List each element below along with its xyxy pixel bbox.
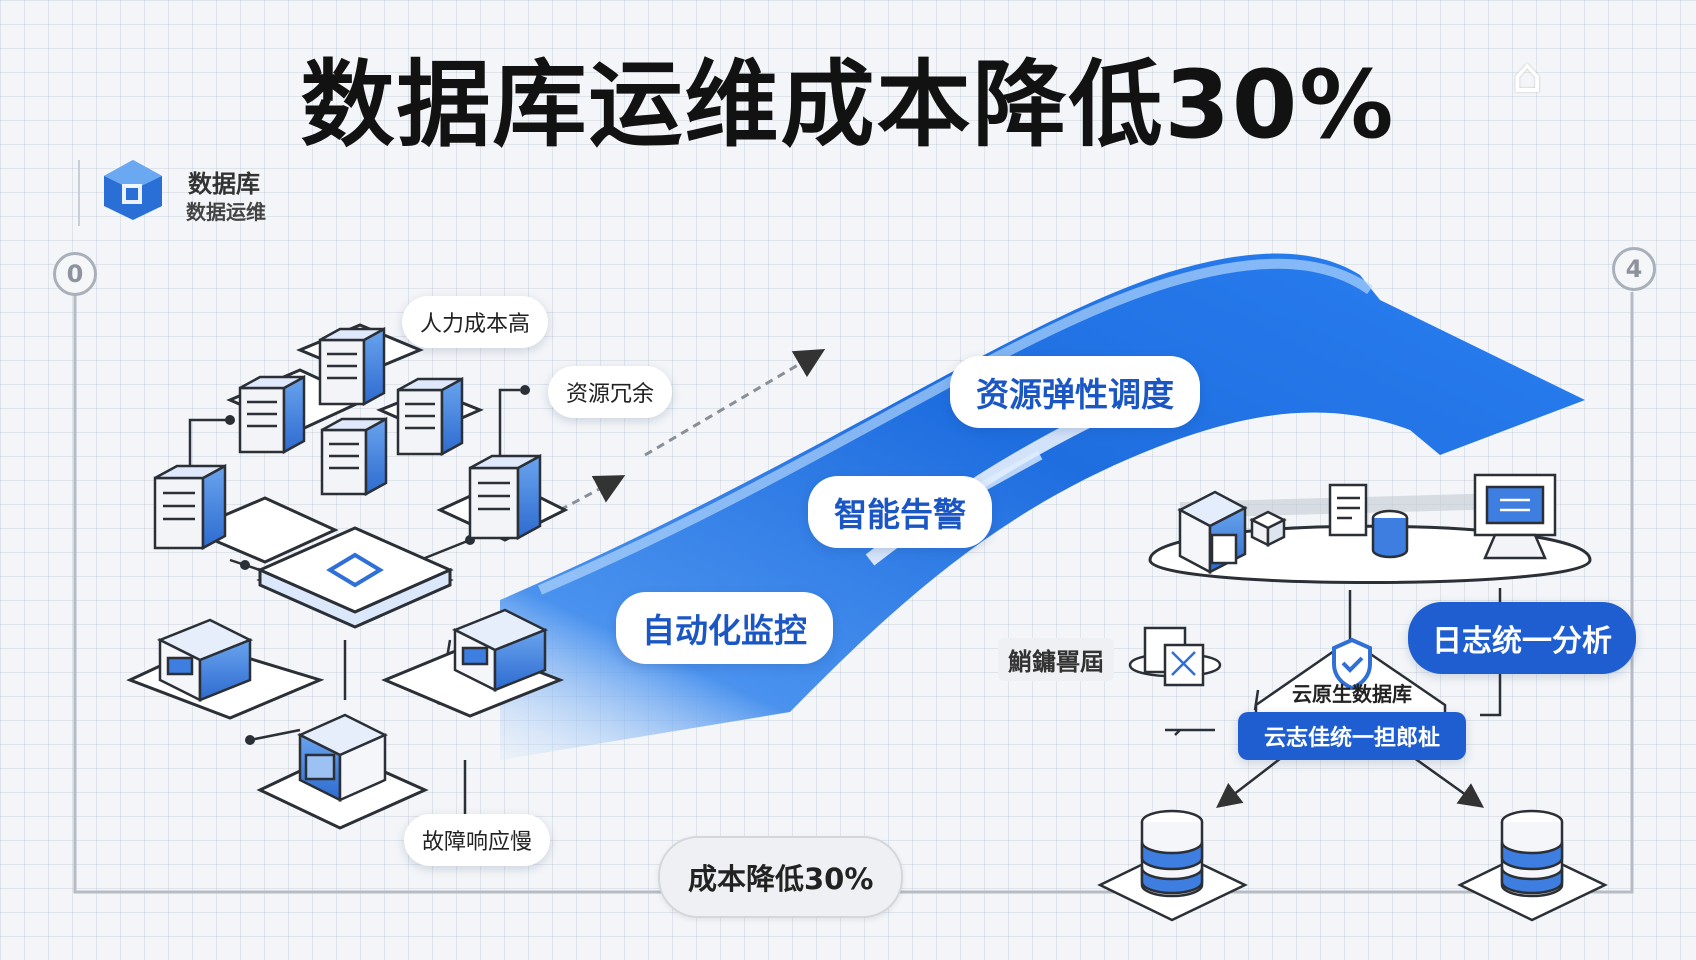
brand-logo: 数据库 数据运维 xyxy=(78,150,318,240)
pain-labor-cost: 人力成本高 xyxy=(402,296,549,348)
logo-line1: 数据库 xyxy=(188,170,260,198)
garbled-label: 鮹鏞嘼屆 xyxy=(998,638,1114,681)
solution-log-analysis: 日志统一分析 xyxy=(1408,602,1636,674)
logo-line2: 数据运维 xyxy=(186,200,266,224)
cost-reduction-summary: 成本降低30% xyxy=(658,836,904,918)
doc-icon-pair xyxy=(1128,626,1222,687)
step-marker-end: 4 xyxy=(1612,247,1656,291)
server-icons xyxy=(153,326,549,803)
central-hub xyxy=(256,526,454,629)
solution-smart-alerts: 智能告警 xyxy=(808,476,992,548)
cloud-native-db-label: 云原生数据库 xyxy=(1292,682,1412,706)
solution-auto-monitoring: 自动化监控 xyxy=(616,592,833,664)
page-title: 数据库运维成本降低30% xyxy=(300,51,1396,160)
cube-logo-icon xyxy=(104,160,162,220)
solution-elastic-scheduling: 资源弹性调度 xyxy=(950,356,1200,428)
logo-divider xyxy=(78,160,80,226)
unified-bar-label: 云志佳统一担郎杫 xyxy=(1238,712,1467,760)
step-marker-start: 0 xyxy=(53,252,97,296)
pain-resource-redundancy: 资源冗余 xyxy=(548,366,673,418)
pain-slow-fault-response: 故障响应慢 xyxy=(404,814,551,866)
corner-brand-icon: ⌂ xyxy=(1512,48,1543,104)
bottom-databases xyxy=(1097,809,1608,922)
right-platform xyxy=(1148,473,1592,584)
dashed-arrows xyxy=(559,348,826,512)
